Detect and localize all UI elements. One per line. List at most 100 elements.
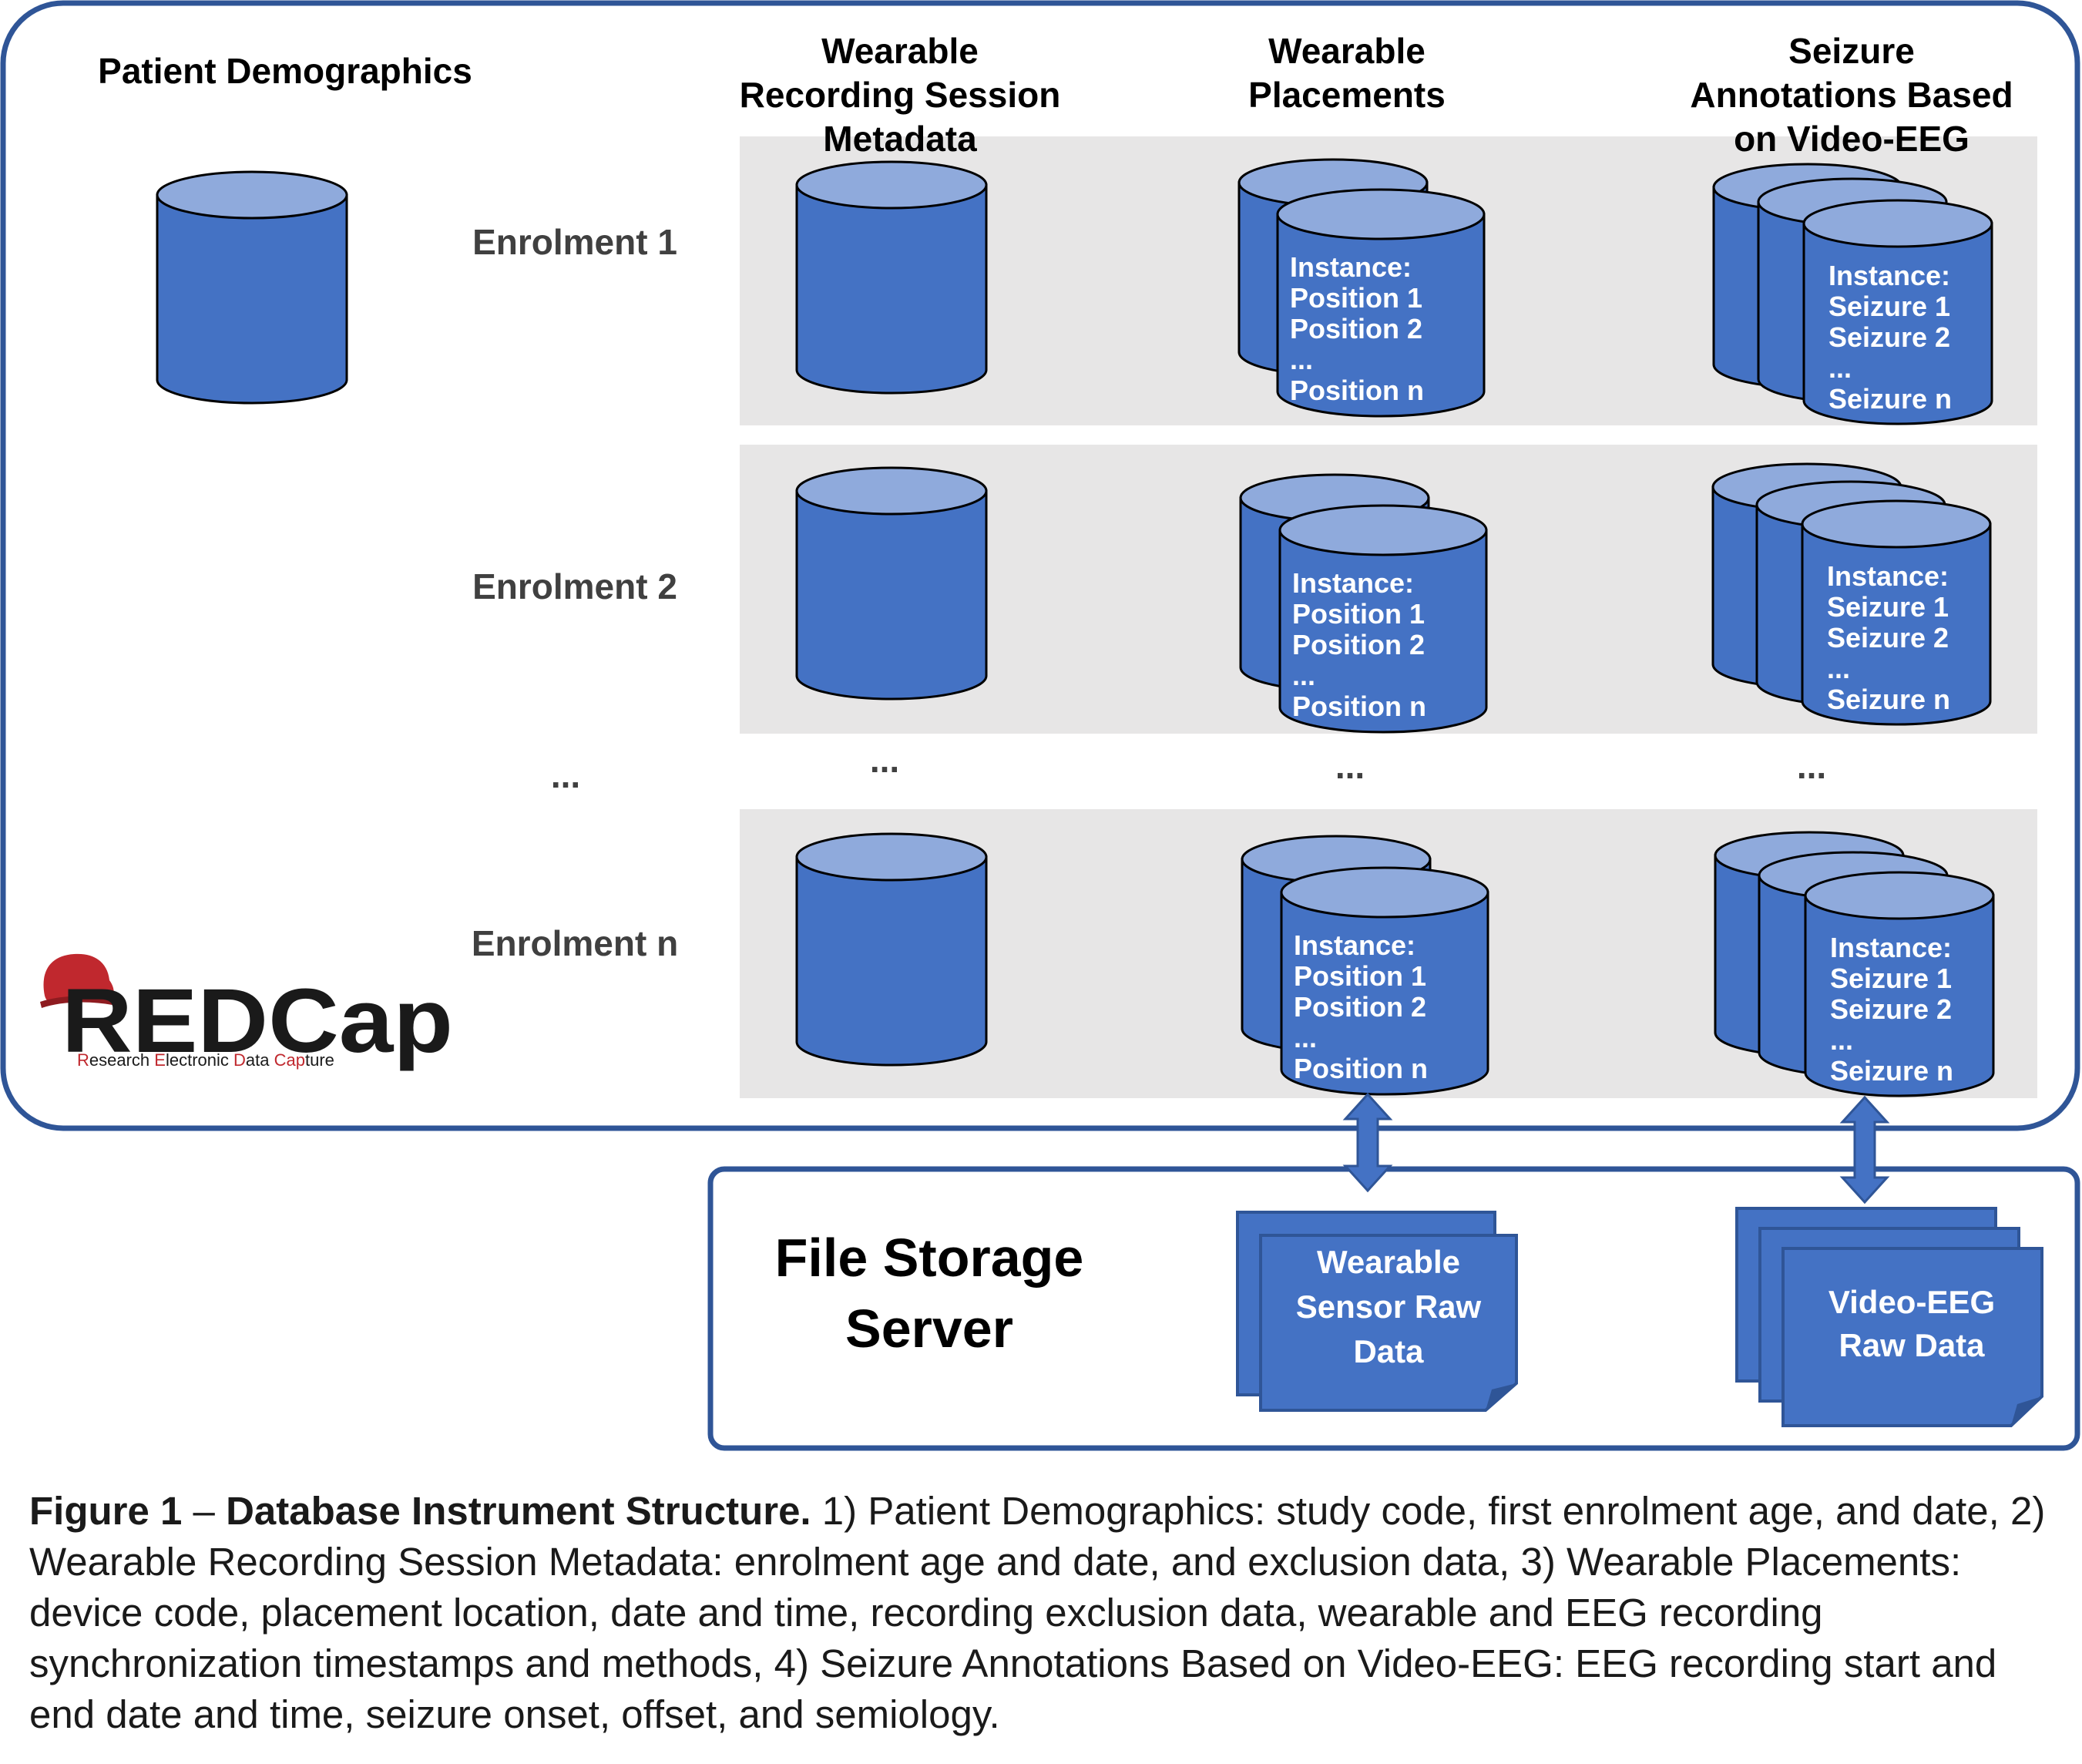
cylinder-patient-demographics-body	[156, 193, 348, 405]
header-patient-demographics: Patient Demographics	[98, 51, 472, 91]
svg-text:Wearable: Wearable	[821, 31, 979, 71]
ellipsis-rows: ...	[551, 755, 580, 795]
seizure-instances-3-line: Instance:	[1830, 932, 1952, 963]
cylinder-seizures-front-2	[1801, 499, 1992, 726]
figure-caption: Figure 1 – Database Instrument Structure…	[29, 1486, 2064, 1740]
seizure-instances-1-line: Seizure 1	[1828, 291, 1950, 322]
cylinder-placements-front-1-top	[1276, 188, 1486, 240]
cylinder-seizures-front-1-top	[1802, 199, 1993, 248]
cylinder-recording-session-3	[795, 832, 988, 1067]
svg-text:Wearable: Wearable	[1317, 1244, 1460, 1280]
cylinder-recording-session-1-body	[795, 183, 988, 395]
seizure-instances-3-line: Seizure 2	[1830, 993, 1952, 1025]
placement-instances-1-line: Instance:	[1290, 251, 1412, 283]
cylinder-seizures-front-1-body	[1802, 222, 1993, 425]
svg-text:Annotations Based: Annotations Based	[1690, 75, 2013, 115]
cylinder-placements-front-2-body	[1278, 529, 1488, 734]
redcap-logo: REDCap Research Electronic Data Capture	[40, 953, 453, 1072]
cylinder-placements-front-1	[1276, 188, 1486, 418]
redcap-wordmark: REDCap	[62, 970, 453, 1072]
redcap-tagline: Research Electronic Data Capture	[77, 1050, 334, 1070]
cylinder-seizures-front-1	[1802, 199, 1993, 425]
ellipsis-placements: ...	[1335, 746, 1365, 786]
placement-instances-3-line: Position n	[1294, 1053, 1428, 1084]
caption-body: 1) Patient Demographics: study code, fir…	[29, 1489, 2046, 1736]
seizure-instances-1-line: Seizure n	[1828, 383, 1952, 415]
placement-instances-1-line: Position 1	[1290, 282, 1422, 314]
header-recording-session: Wearable Recording Session Metadata	[740, 31, 1061, 159]
wearable-raw-data-stack: Wearable Sensor Raw Data	[1236, 1211, 1518, 1412]
placement-instances-3-line: Position 2	[1294, 991, 1426, 1023]
svg-text:Raw Data: Raw Data	[1839, 1327, 1985, 1363]
svg-text:Server: Server	[845, 1299, 1013, 1359]
seizure-instances-2-line: Instance:	[1827, 560, 1949, 592]
cylinder-seizures-front-3-top	[1804, 871, 1995, 920]
cylinder-recording-session-3-body	[795, 855, 988, 1067]
caption-dash: –	[182, 1489, 227, 1533]
cylinder-patient-demographics-top	[156, 170, 348, 220]
cylinder-seizures-front-3-body	[1804, 894, 1995, 1097]
svg-text:Data: Data	[1353, 1333, 1424, 1369]
cylinder-patient-demographics	[156, 170, 348, 405]
seizure-instances-3-line: Seizure 1	[1830, 963, 1952, 994]
cylinder-recording-session-2	[795, 466, 988, 701]
row-label-enrolment-1: Enrolment 1	[472, 222, 677, 262]
seizure-instances-1-line: Seizure 2	[1828, 321, 1950, 353]
seizure-instances-3-line: ...	[1830, 1024, 1853, 1056]
caption-lead: Figure 1	[29, 1489, 183, 1533]
ellipsis-recording-session: ...	[870, 740, 899, 780]
cylinder-seizures-front-2-body	[1801, 522, 1992, 726]
placement-instances-3-line: ...	[1294, 1022, 1317, 1053]
row-label-enrolment-n: Enrolment n	[472, 923, 678, 963]
arrow-seizures-to-storage	[1839, 1095, 1890, 1205]
header-seizure-annotations: Seizure Annotations Based on Video-EEG	[1690, 31, 2013, 159]
svg-text:File Storage: File Storage	[775, 1228, 1084, 1288]
document-folded-corner	[1486, 1383, 1516, 1410]
redcap-hat-icon	[43, 953, 114, 1003]
svg-text:Recording Session: Recording Session	[740, 75, 1061, 115]
placement-instances-1-line: Position 2	[1290, 313, 1422, 344]
svg-text:Video-EEG: Video-EEG	[1828, 1284, 1995, 1320]
seizure-instances-3-line: Seizure n	[1830, 1055, 1953, 1087]
placement-instances-2-line: Position 1	[1292, 598, 1425, 630]
cylinder-placements-front-3-body	[1280, 891, 1489, 1096]
caption-title: Database Instrument Structure.	[226, 1489, 811, 1533]
cylinder-seizures-front-2-top	[1801, 499, 1992, 549]
cylinder-placements-front-1-body	[1276, 213, 1486, 418]
cylinder-recording-session-2-top	[795, 466, 988, 516]
svg-text:Seizure: Seizure	[1788, 31, 1915, 71]
cylinder-recording-session-3-top	[795, 832, 988, 882]
placement-instances-1-line: ...	[1290, 344, 1313, 375]
svg-text:Placements: Placements	[1248, 75, 1446, 115]
header-wearable-placements: Wearable Placements	[1248, 31, 1446, 115]
cylinder-layer	[156, 158, 1995, 1097]
placement-instances-2-line: Instance:	[1292, 567, 1414, 599]
placement-instances-2-line: Position 2	[1292, 629, 1425, 660]
arrow-placements-to-storage	[1342, 1092, 1393, 1193]
seizure-instances-2-line: Seizure 2	[1827, 622, 1949, 654]
placement-instances-1-line: Position n	[1290, 375, 1424, 406]
svg-text:Sensor Raw: Sensor Raw	[1296, 1289, 1482, 1325]
svg-text:Wearable: Wearable	[1268, 31, 1425, 71]
cylinder-placements-front-2	[1278, 504, 1488, 734]
seizure-instances-2-line: ...	[1827, 653, 1850, 684]
redcap-frame	[0, 0, 2080, 1131]
file-storage-title: File Storage Server	[775, 1228, 1084, 1359]
seizure-instances-2-line: Seizure 1	[1827, 591, 1949, 623]
cylinder-placements-front-3-top	[1280, 866, 1489, 919]
document-folded-corner	[2011, 1396, 2042, 1426]
cylinder-recording-session-1-top	[795, 160, 988, 210]
row-label-enrolment-2: Enrolment 2	[472, 566, 677, 606]
cylinder-placements-front-3	[1280, 866, 1489, 1096]
seizure-instances-1-line: Instance:	[1828, 260, 1950, 291]
seizure-instances-1-line: ...	[1828, 352, 1852, 384]
placement-instances-3-line: Position 1	[1294, 960, 1426, 992]
placement-instances-3-line: Instance:	[1294, 929, 1415, 961]
